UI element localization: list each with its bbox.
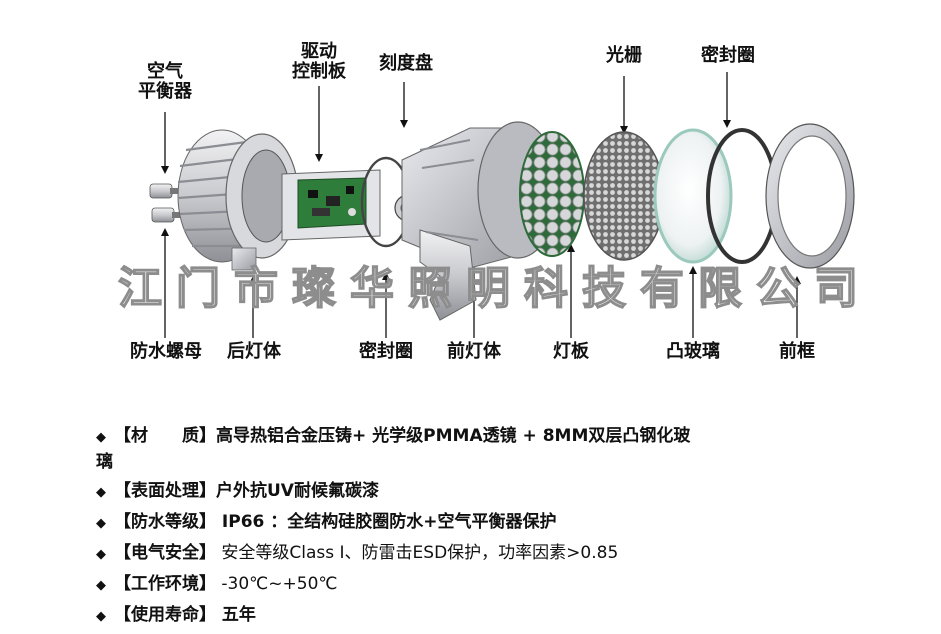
label-front-body: 前灯体 [447,341,501,362]
spec-key: 【电气安全】 [114,543,216,563]
label-seal-ring-top: 密封圈 [701,45,755,66]
front-frame-part [765,123,855,269]
spec-key: 【表面处理】 [114,481,216,501]
label-grille: 光栅 [606,45,642,66]
spec-value: 高导热铝合金压铸+ 光学级PMMA透镜 + 8MM双层凸钢化玻 [216,426,691,446]
spec-value: 五年 [216,605,256,625]
label-front-frame: 前框 [779,341,815,362]
spec-value: 户外抗UV耐候氟碳漆 [216,481,379,501]
top-arrowheads [161,120,731,174]
led-board-part [519,131,585,257]
label-driver-board-line1: 驱动 [301,41,337,62]
spec-list: ◆【材 质】高导热铝合金压铸+ 光学级PMMA透镜 + 8MM双层凸钢化玻 璃 … [96,424,856,634]
spec-item-lifespan: ◆ 【使用寿命】 五年 [96,603,856,629]
label-dial: 刻度盘 [379,53,433,74]
label-air-balancer-line2: 平衡器 [138,81,192,102]
spec-value: IP66 ：全结构硅胶圈防水+空气平衡器保护 [216,512,557,532]
spec-item-electrical: ◆ 【电气安全】 安全等级Class I、防雷击ESD保护，功率因素>0.85 [96,541,856,567]
grille-part [583,131,665,261]
company-watermark: 江门市璨华照明科技有限公司 [117,262,872,315]
spec-key: 【防水等级】 [114,512,216,532]
bullet-icon: ◆ [96,547,106,562]
spec-key: 【使用寿命】 [114,605,216,625]
label-light-board: 灯板 [553,341,589,362]
waterproof-nut-parts [149,183,180,223]
driver-board-part [281,169,381,241]
label-convex-glass: 凸玻璃 [666,341,720,362]
spec-item-waterproof: ◆ 【防水等级】 IP66 ：全结构硅胶圈防水+空气平衡器保护 [96,510,856,536]
label-rear-body: 后灯体 [227,341,281,362]
top-leader-lines [164,72,728,168]
bullet-icon: ◆ [96,485,106,500]
bullet-icon: ◆ [96,578,106,593]
label-driver-board-line2: 控制板 [292,61,346,82]
spec-item-environment: ◆ 【工作环境】 -30℃~+50℃ [96,572,856,598]
label-driver-board: 驱动 控制板 [288,42,350,82]
label-seal-ring-bottom: 密封圈 [359,341,413,362]
rear-body-part [177,129,299,271]
spec-item-material: ◆ 【材 质】高导热铝合金压铸+ 光学级PMMA透镜 + 8MM双层凸钢化玻 璃 [96,424,856,474]
bullet-icon: ◆ [96,430,106,445]
label-air-balancer: 空气 平衡器 [136,62,194,102]
spec-value-continuation: 璃 [96,452,113,472]
label-waterproof-nut: 防水螺母 [130,341,202,362]
bullet-icon: ◆ [96,609,106,624]
spec-item-surface: ◆ 【表面处理】户外抗UV耐候氟碳漆 [96,479,856,505]
spec-value: 安全等级Class I、防雷击ESD保护，功率因素>0.85 [216,543,619,563]
spec-value: -30℃~+50℃ [216,574,338,594]
bullet-icon: ◆ [96,516,106,531]
spec-key: 【材 质】 [114,426,216,446]
label-air-balancer-line1: 空气 [147,61,183,82]
spec-key: 【工作环境】 [114,574,216,594]
